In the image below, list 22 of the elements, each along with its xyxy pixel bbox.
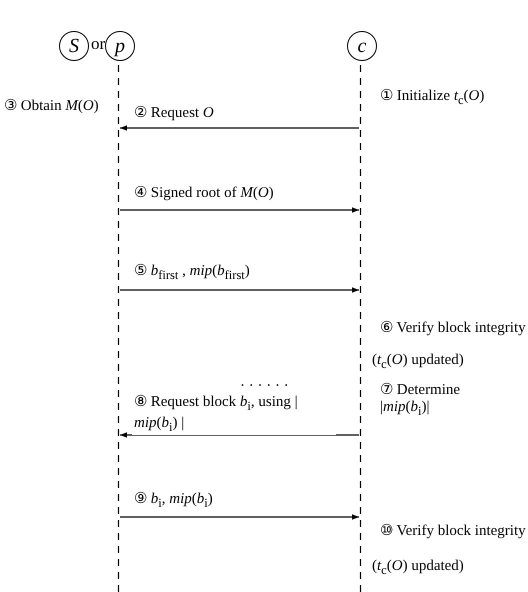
message-arrow — [120, 207, 359, 213]
message-arrow — [120, 287, 359, 293]
participant-circle: S — [59, 31, 89, 61]
message-arrow — [120, 432, 359, 438]
step-note: ① Initialize t$_{c}$(O) — [380, 88, 484, 108]
or-text: or — [91, 34, 106, 54]
step-note: ⑥ Verify block integrity — [380, 320, 526, 338]
edge-label: ② Request O — [132, 104, 216, 122]
step-note: (t$_{c}$(O) updated) — [372, 352, 464, 372]
message-arrow — [120, 125, 359, 131]
edge-label: ④ Signed root of M(O) — [132, 184, 276, 202]
step-note: ⑦ Determine |mip(b$_{i}$)| — [380, 382, 462, 419]
step-note: ⑩ Verify block integrity — [380, 523, 526, 540]
step-note: (t$_{c}$(O) updated) — [372, 558, 464, 578]
lifeline — [359, 65, 362, 592]
lifeline — [117, 65, 120, 592]
edge-label: ⑧ Request block b$_{i}$, using | mip(b$_{i}$) | — [132, 393, 336, 435]
participant-circle: p — [105, 31, 135, 61]
ellipsis: · · · · · · — [240, 378, 289, 396]
step-note: ③ Obtain M(O) — [4, 98, 99, 116]
message-arrow — [120, 514, 359, 520]
participant-circle: c — [347, 31, 377, 61]
